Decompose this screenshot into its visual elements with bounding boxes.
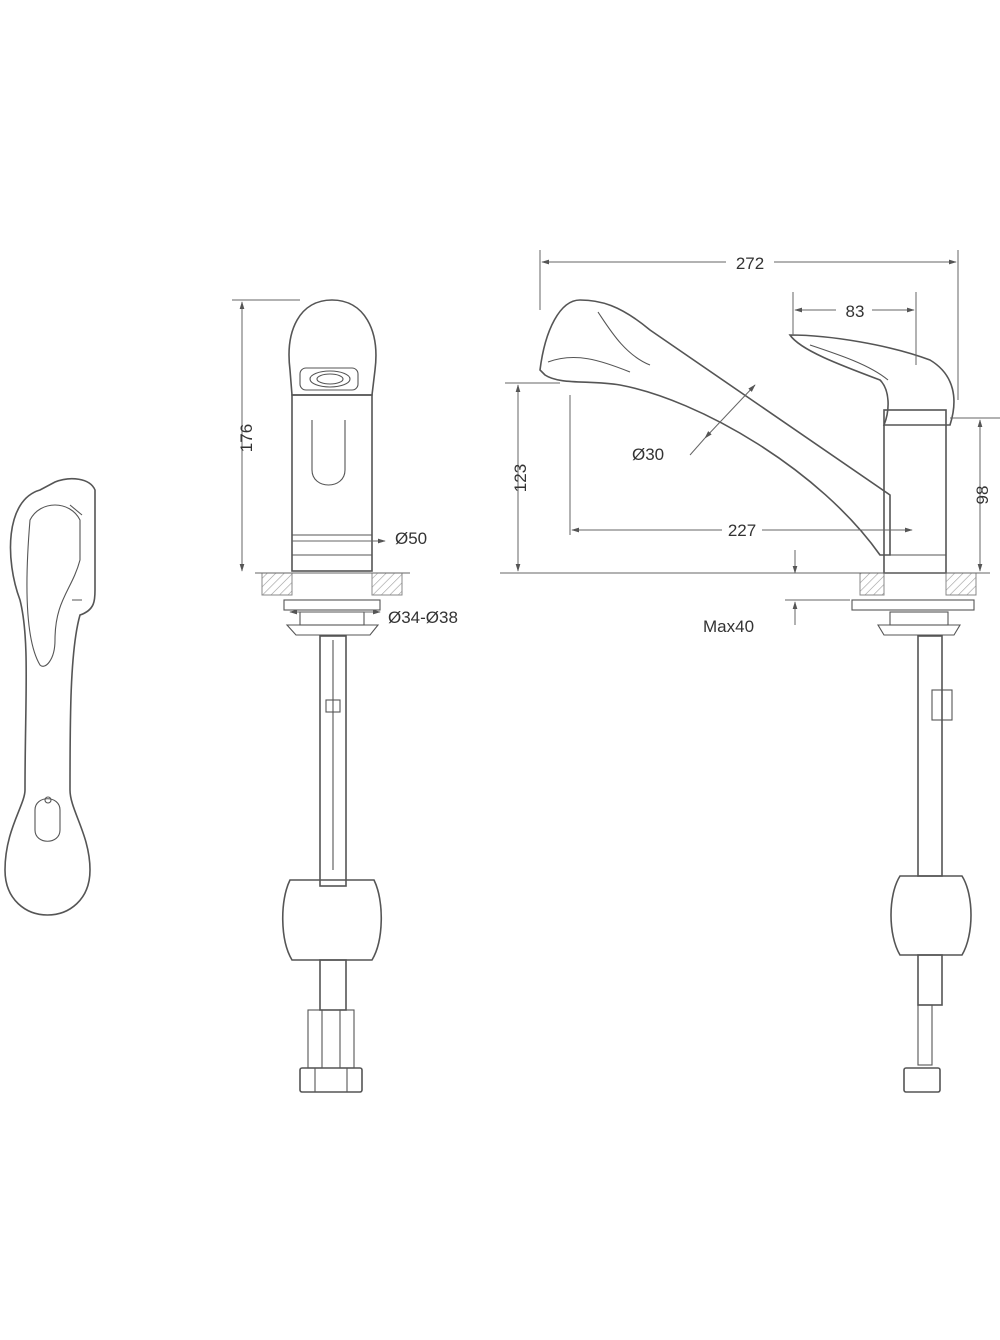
- front-view: 272 83 123 Ø30 227 98 Max40: [500, 250, 1000, 1093]
- top-height-label: 176: [237, 424, 256, 452]
- base-diameter-label: Ø50: [395, 529, 427, 548]
- side-view: 176 Ø50 Ø34-Ø38: [232, 299, 458, 1093]
- spout-reach-label: 227: [728, 521, 756, 540]
- lever-length-label: 83: [846, 302, 865, 321]
- spout-diameter-label: Ø30: [632, 445, 664, 464]
- body-height-label: 98: [973, 486, 992, 505]
- spout-height-label: 123: [511, 464, 530, 492]
- hole-diameter-label: Ø34-Ø38: [388, 608, 458, 627]
- overall-length-label: 272: [736, 254, 764, 273]
- top-view: [4, 477, 96, 916]
- max-deck-thickness-label: Max40: [703, 617, 754, 636]
